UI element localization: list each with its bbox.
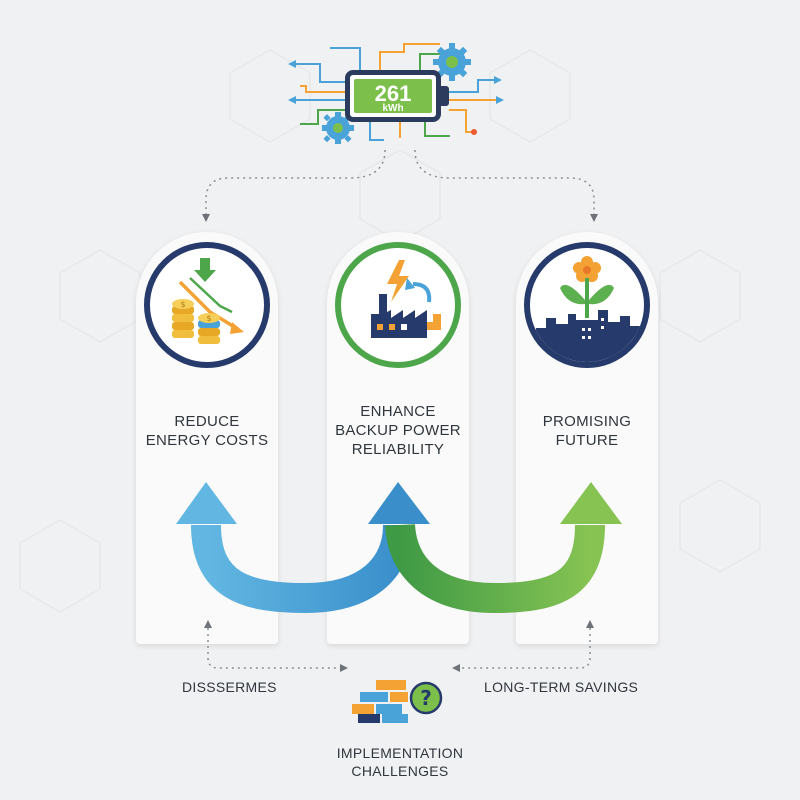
- battery-terminal: [441, 86, 449, 106]
- svg-text:$: $: [180, 300, 185, 309]
- coins-cost-down-icon: $ $: [144, 242, 270, 368]
- gear-icon: [433, 43, 471, 81]
- card-title: PROMISING FUTURE: [516, 412, 658, 450]
- card-promising-future: PROMISING FUTURE: [516, 232, 658, 644]
- city-flower-icon: [524, 242, 650, 368]
- card-title-line: BACKUP POWER: [335, 422, 461, 439]
- card-enhance-backup-power: ENHANCE BACKUP POWER RELIABILITY: [327, 232, 469, 644]
- card-title: REDUCE ENERGY COSTS: [136, 412, 278, 450]
- svg-text:$: $: [206, 314, 211, 323]
- battery-fill: 261 kWh: [354, 79, 432, 114]
- factory-lightning-icon: [335, 242, 461, 368]
- label-long-term-savings: LONG-TERM SAVINGS: [484, 679, 639, 695]
- battery-unit: kWh: [382, 103, 404, 114]
- label-left: DISSSERMES: [182, 679, 277, 695]
- battery-display: 261 kWh: [345, 70, 441, 122]
- blocks-question-icon: ?: [352, 680, 443, 723]
- battery-value: 261: [374, 81, 412, 106]
- bottom-label-line: IMPLEMENTATION: [336, 745, 464, 761]
- svg-text:?: ?: [420, 686, 432, 710]
- card-title-line: FUTURE: [555, 432, 619, 449]
- card-reduce-energy-costs: $ $ REDUCE ENERGY COSTS: [136, 232, 278, 644]
- card-title-line: REDUCE: [174, 413, 240, 430]
- gear-icon: [322, 112, 354, 144]
- card-title-line: ENHANCE: [360, 403, 436, 420]
- label-implementation-challenges: IMPLEMENTATION CHALLENGES: [300, 744, 500, 780]
- card-title-line: PROMISING: [542, 413, 632, 430]
- card-title-line: RELIABILITY: [351, 441, 445, 458]
- bottom-label-line: CHALLENGES: [351, 763, 449, 779]
- card-title-line: ENERGY COSTS: [145, 432, 269, 449]
- card-title: ENHANCE BACKUP POWER RELIABILITY: [327, 402, 469, 459]
